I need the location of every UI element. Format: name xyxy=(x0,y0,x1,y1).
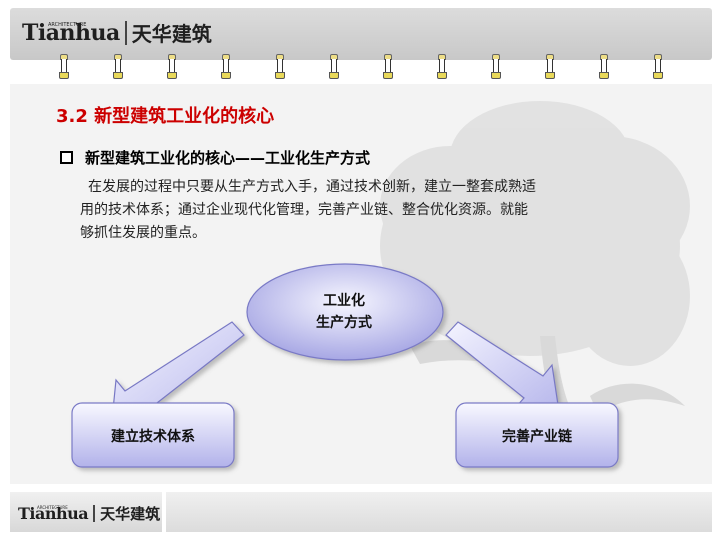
binder-rings xyxy=(0,54,720,80)
left-box xyxy=(71,402,235,468)
binder-ring-icon xyxy=(274,54,285,79)
bullet-heading: 新型建筑工业化的核心——工业化生产方式 xyxy=(85,149,371,167)
logo-chinese-name: 天华建筑 xyxy=(131,22,212,46)
paragraph-line: 够抓住发展的重点。 xyxy=(80,225,206,241)
binder-ring-icon xyxy=(652,54,663,79)
background-flower-watermark xyxy=(380,101,690,456)
footer-logo-block xyxy=(10,492,162,532)
paragraph-line: 在发展的过程中只要从生产方式入手，通过技术创新，建立一整套成熟适 xyxy=(88,179,536,195)
binder-ring-icon xyxy=(166,54,177,79)
center-ellipse-label: 工业化 生产方式 xyxy=(246,290,442,334)
binder-ring-icon xyxy=(436,54,447,79)
footer-logo-chinese-name: 天华建筑 xyxy=(100,505,161,523)
binder-ring-icon xyxy=(382,54,393,79)
binder-ring-icon xyxy=(544,54,555,79)
body-paragraph: 在发展的过程中只要从生产方式入手，通过技术创新，建立一整套成熟适 用的技术体系；… xyxy=(80,176,670,245)
logo-architecture-text: ARCHITECTURE xyxy=(48,21,87,28)
bullet-item: 新型建筑工业化的核心——工业化生产方式 xyxy=(60,147,370,168)
binder-ring-icon xyxy=(328,54,339,79)
binder-ring-icon xyxy=(598,54,609,79)
left-box-label: 建立技术体系 xyxy=(111,429,195,445)
section-title: 3.2 新型建筑工业化的核心 xyxy=(56,106,275,127)
footer-bar xyxy=(166,492,712,532)
logo-divider xyxy=(124,20,127,45)
right-arrow xyxy=(445,321,559,409)
right-box xyxy=(455,402,619,468)
center-label-line2: 生产方式 xyxy=(316,315,372,331)
right-box-label: 完善产业链 xyxy=(502,429,572,445)
paragraph-line: 用的技术体系；通过企业现代化管理，完善产业链、整合优化资源。就能 xyxy=(80,202,528,218)
footer-logo-divider xyxy=(93,505,96,522)
binder-ring-icon xyxy=(490,54,501,79)
center-label-line1: 工业化 xyxy=(323,293,365,309)
header-bar xyxy=(10,8,712,60)
binder-ring-icon xyxy=(112,54,123,79)
binder-ring-icon xyxy=(220,54,231,79)
square-bullet-icon xyxy=(60,151,73,164)
footer-logo-architecture-text: ARCHITECTURE xyxy=(37,505,68,510)
binder-ring-icon xyxy=(58,54,69,79)
center-ellipse xyxy=(246,263,444,361)
